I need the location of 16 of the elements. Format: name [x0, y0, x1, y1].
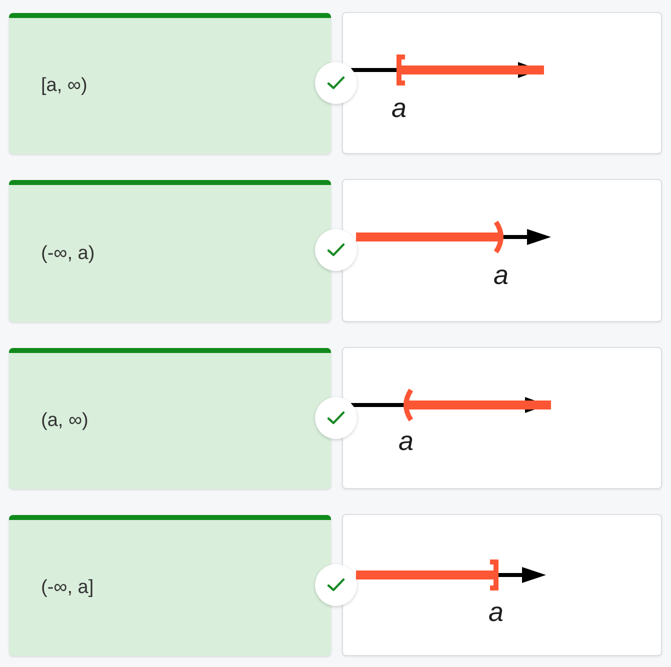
- interval-notation: (-∞, a): [41, 242, 95, 264]
- interval-card: [9, 348, 331, 489]
- number-line-card: [342, 514, 662, 656]
- number-line-card: [342, 179, 662, 322]
- number-line-card: [342, 12, 662, 154]
- interval-card: [9, 180, 331, 322]
- point-label: a: [493, 262, 509, 289]
- interval-notation: (-∞, a]: [41, 577, 94, 599]
- interval-card: [9, 13, 331, 154]
- interval-notation: (a, ∞): [41, 410, 88, 432]
- point-label: a: [398, 428, 414, 455]
- interval-card: [9, 515, 331, 656]
- number-line-card: [342, 347, 662, 489]
- interval-notation: [a, ∞): [41, 75, 88, 97]
- point-label: a: [391, 95, 407, 122]
- point-label: a: [488, 599, 504, 626]
